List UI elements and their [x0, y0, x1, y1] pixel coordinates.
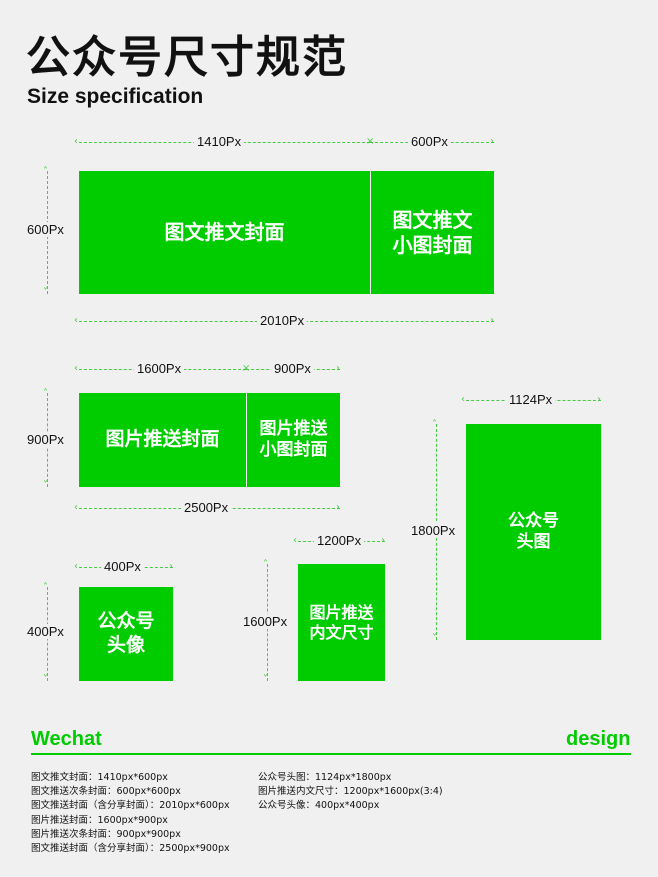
dim-1600-height: 1600Px [240, 614, 291, 629]
dim-1200: 1200Px [314, 533, 365, 548]
arrow-left-icon: ‹ [461, 394, 465, 405]
arrow-up-icon: ˄ [43, 388, 48, 399]
spec-item: 图文推文封面：1410px*600px [31, 772, 168, 783]
spec-item: 图文推送次条封面：600px*600px [31, 786, 181, 798]
image-small-cover-box: 图片推送 小图封面 [247, 393, 340, 487]
spec-list-left: 图文推文封面：1410px*600px 图文推送次条封面：600px*600px… [31, 771, 230, 856]
avatar-box: 公众号 头像 [79, 587, 173, 681]
arrow-up-icon: ˄ [263, 559, 268, 570]
spec-item: 图文推送封面（含分享封面）：2500px*900px [31, 843, 230, 855]
arrow-down-icon: ˅ [43, 287, 48, 298]
arrow-right-icon: › [381, 535, 385, 546]
footer-design-label: design [566, 728, 631, 750]
spec-item: 公众号头图：1124px*1800px [258, 772, 392, 783]
dim-1800-height: 1800Px [408, 523, 459, 538]
dim-400: 400Px [101, 559, 144, 574]
arrow-down-icon: ˅ [432, 633, 437, 644]
arrow-up-icon: ˄ [43, 166, 48, 177]
arrow-left-icon: ‹ [74, 315, 78, 326]
spec-item: 图文推送封面（含分享封面）：2010px*600px [31, 800, 230, 812]
dim-400-height: 400Px [24, 624, 67, 639]
article-small-cover-box: 图文推文 小图封面 [371, 171, 494, 294]
arrow-down-icon: ˅ [43, 674, 48, 685]
spec-item: 图片推送封面：1600px*900px [31, 814, 168, 826]
arrow-right-icon: › [490, 136, 494, 147]
spec-item: 图片推送次条封面：900px*900px [31, 828, 181, 840]
footer-divider [31, 753, 631, 755]
dim-600: 600Px [408, 134, 451, 149]
arrow-up-icon: ˄ [432, 419, 437, 430]
dim-1600: 1600Px [134, 361, 185, 376]
page-title: 公众号尺寸规范 [26, 32, 348, 83]
arrow-right-icon: › [597, 394, 601, 405]
dim-1124: 1124Px [506, 392, 556, 407]
arrow-left-icon: ‹ [74, 561, 78, 572]
account-header-box: 公众号 头图 [466, 424, 601, 640]
arrow-left-icon: ‹ [74, 363, 78, 374]
cross-icon: × [242, 363, 251, 374]
dim-600-height: 600Px [24, 222, 67, 237]
dim-900: 900Px [271, 361, 314, 376]
spec-item: 公众号头像：400px*400px [258, 800, 380, 812]
arrow-right-icon: › [490, 315, 494, 326]
image-inner-size-box: 图片推送 内文尺寸 [298, 564, 385, 681]
arrow-right-icon: › [336, 363, 340, 374]
dim-1410: 1410Px [194, 134, 245, 149]
spec-item: 图片推送内文尺寸：1200px*1600px(3:4) [258, 786, 443, 798]
dim-2500: 2500Px [181, 500, 232, 515]
arrow-right-icon: › [336, 502, 340, 513]
dim-900-height: 900Px [24, 432, 67, 447]
spec-list-right: 公众号头图：1124px*1800px 图片推送内文尺寸：1200px*1600… [258, 771, 443, 814]
arrow-left-icon: ‹ [74, 136, 78, 147]
arrow-left-icon: ‹ [293, 535, 297, 546]
arrow-down-icon: ˅ [263, 674, 268, 685]
footer-wechat-label: Wechat [31, 728, 102, 750]
arrow-left-icon: ‹ [74, 502, 78, 513]
arrow-down-icon: ˅ [43, 480, 48, 491]
article-cover-box: 图文推文封面 [79, 171, 370, 294]
page-subtitle: Size specification [27, 85, 204, 108]
dim-2010: 2010Px [257, 313, 308, 328]
image-cover-box: 图片推送封面 [79, 393, 246, 487]
arrow-up-icon: ˄ [43, 582, 48, 593]
arrow-right-icon: › [169, 561, 173, 572]
cross-icon: × [366, 136, 375, 147]
